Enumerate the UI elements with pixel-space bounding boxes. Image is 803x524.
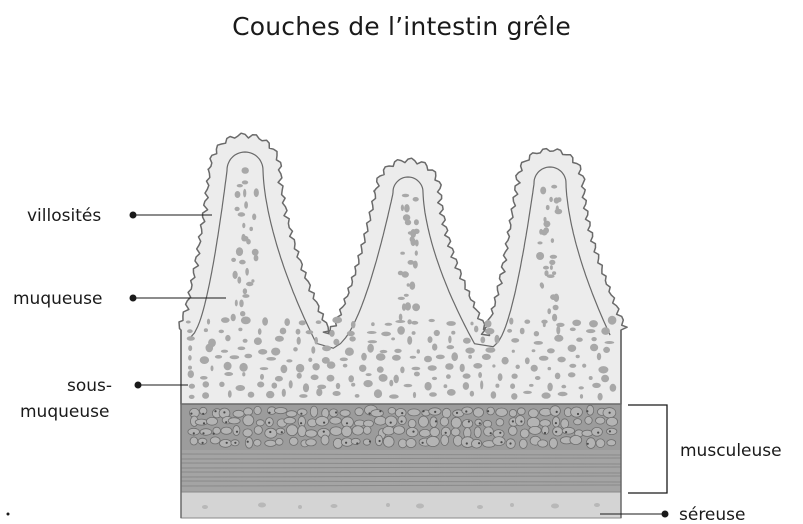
svg-text:muqueuse: muqueuse xyxy=(13,289,102,309)
label-villosites: villosités xyxy=(27,206,212,226)
svg-text:musculeuse: musculeuse xyxy=(680,441,782,461)
svg-text:séreuse: séreuse xyxy=(679,505,745,524)
svg-text:sous-: sous- xyxy=(67,376,112,396)
stray-dot xyxy=(7,513,10,516)
label-sous-muqueuse: sous- muqueuse xyxy=(20,376,188,422)
label-musculeuse: musculeuse xyxy=(628,405,782,493)
svg-text:muqueuse: muqueuse xyxy=(20,402,109,422)
label-sereuse: séreuse xyxy=(600,505,745,524)
svg-text:villosités: villosités xyxy=(27,206,101,226)
